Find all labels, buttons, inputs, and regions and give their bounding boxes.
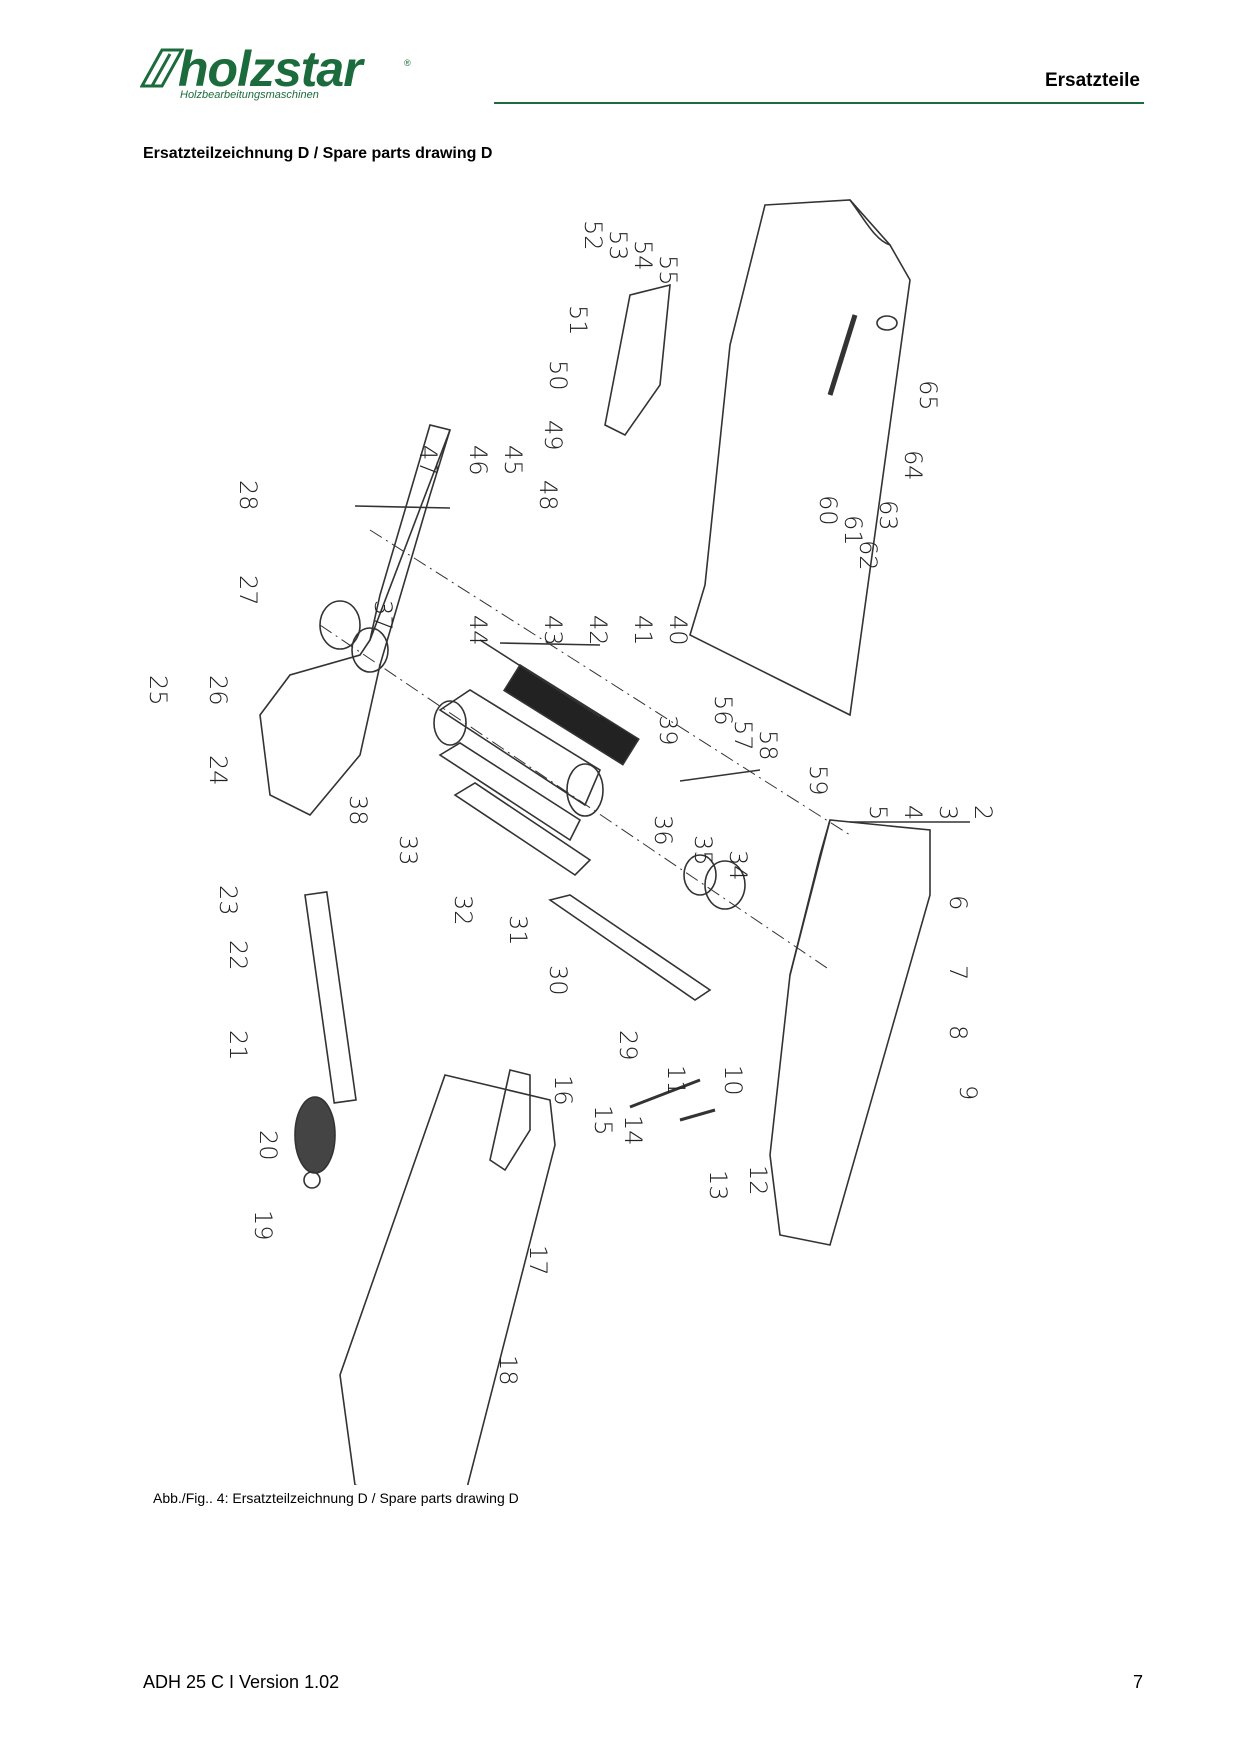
- footer-model-version: ADH 25 C I Version 1.02: [143, 1672, 340, 1692]
- part-number-label: 32: [449, 895, 477, 926]
- part-number-label: 54: [629, 240, 657, 271]
- part-number-label: 12: [744, 1165, 772, 1196]
- part-number-label: 24: [204, 755, 232, 786]
- section-title: Ersatzteile: [1044, 70, 1140, 91]
- part-number-label: 38: [344, 795, 372, 826]
- part-number-label: 43: [539, 615, 567, 646]
- part-number-label: 13: [704, 1170, 732, 1201]
- part-number-label: 17: [524, 1245, 552, 1276]
- part-number-label: 49: [539, 420, 567, 451]
- part-number-label: 64: [899, 450, 927, 481]
- part-number-label: 65: [914, 380, 942, 411]
- part-number-label: 23: [214, 885, 242, 916]
- part-number-label: 39: [654, 715, 682, 746]
- part-number-label: 45: [499, 445, 527, 476]
- part-number-label: 36: [649, 815, 677, 846]
- part-number-label: 52: [579, 220, 607, 251]
- part-number-label: 16: [549, 1075, 577, 1106]
- part-number-label: 33: [394, 835, 422, 866]
- part-number-label: 31: [504, 915, 532, 946]
- logo-tagline: Holzbearbeitungsmaschinen: [180, 89, 319, 101]
- part-number-label: 28: [234, 480, 262, 511]
- part-number-label: 59: [804, 765, 832, 796]
- part-number-label: 56: [709, 695, 737, 726]
- part-number-label: 26: [204, 675, 232, 706]
- part-number-label: 8: [944, 1025, 972, 1040]
- part-number-label: 40: [664, 615, 692, 646]
- part-number-label: 22: [224, 940, 252, 971]
- part-number-label: 6: [944, 895, 972, 910]
- part-number-label: 63: [874, 500, 902, 531]
- part-number-label: 62: [854, 540, 882, 571]
- logo-wordmark: holzstar: [178, 41, 363, 97]
- part-number-label: 2: [969, 805, 997, 820]
- part-number-label: 19: [249, 1210, 277, 1241]
- part-number-label: 14: [619, 1115, 647, 1146]
- part-number-label: 47: [414, 445, 442, 476]
- part-number-label: 18: [494, 1355, 522, 1386]
- holzstar-logo: holzstar ® Holzbearbeitungsmaschinen: [140, 41, 420, 104]
- part-number-label: 48: [534, 480, 562, 511]
- logo-mark-icon: [140, 48, 184, 88]
- part-number-label: 60: [814, 495, 842, 526]
- part-number-label: 20: [254, 1130, 282, 1161]
- part-number-label: 53: [604, 230, 632, 261]
- part-number-label: 27: [234, 575, 262, 606]
- part-number-label: 58: [754, 730, 782, 761]
- part-number-label: 21: [224, 1030, 252, 1061]
- part-number-label: 50: [544, 360, 572, 391]
- part-number-label: 42: [584, 615, 612, 646]
- part-number-label: 41: [629, 615, 657, 646]
- part-number-label: 55: [654, 255, 682, 286]
- spare-parts-drawing: 2345678910111213141516171819202122232425…: [144, 199, 997, 1485]
- part-number-label: 4: [899, 805, 927, 820]
- part-number-label: 9: [954, 1085, 982, 1100]
- part-number-label: 46: [464, 445, 492, 476]
- figure-caption: Abb./Fig.. 4: Ersatzteilzeichnung D / Sp…: [153, 1490, 519, 1506]
- part-number-label: 51: [564, 305, 592, 336]
- part-number-label: 3: [934, 805, 962, 820]
- drawing-title: Ersatzteilzeichnung D / Spare parts draw…: [143, 145, 493, 162]
- footer-page-number: 7: [1132, 1672, 1143, 1692]
- part-number-label: 7: [944, 965, 972, 980]
- part-number-label: 10: [719, 1065, 747, 1096]
- part-number-label: 57: [729, 720, 757, 751]
- logo-registered-mark: ®: [404, 58, 411, 68]
- part-number-label: 34: [724, 850, 752, 881]
- part-number-label: 25: [144, 675, 172, 706]
- part-number-label: 11: [662, 1065, 690, 1096]
- part-number-label: 35: [689, 835, 717, 866]
- part-number-label: 61: [839, 515, 867, 546]
- part-number-label: 30: [544, 965, 572, 996]
- part-number-label: 15: [589, 1105, 617, 1136]
- header-divider: [494, 102, 1144, 104]
- part-number-label: 44: [464, 615, 492, 646]
- part-number-label: 29: [614, 1030, 642, 1061]
- part-number-label: 37: [369, 600, 397, 631]
- part-number-label: 5: [864, 805, 892, 820]
